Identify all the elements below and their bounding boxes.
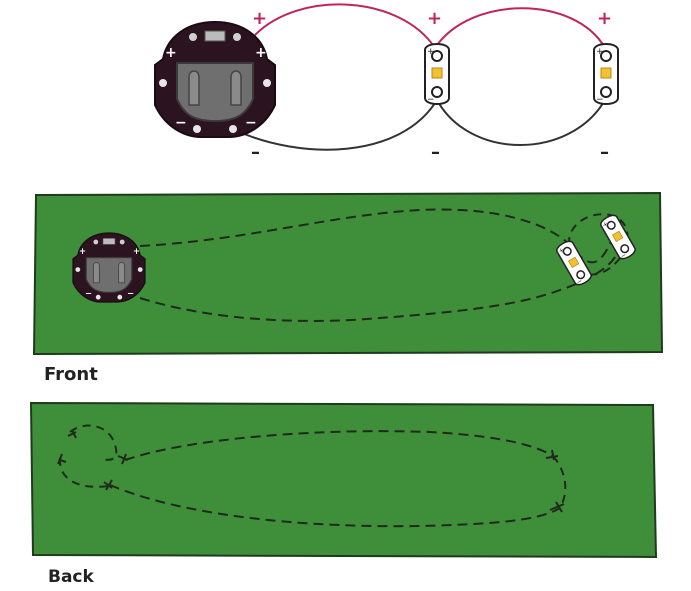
thread-knot-icon xyxy=(103,479,113,491)
back-fabric xyxy=(29,401,658,559)
negative-wire-1 xyxy=(234,99,438,151)
running-stitch-thread-icon xyxy=(109,484,561,528)
back-panel: Back xyxy=(29,401,658,587)
positive-wire-1 xyxy=(254,3,436,49)
thread-knot-icon xyxy=(545,449,559,461)
coin-cell-battery-holder-icon xyxy=(72,232,146,303)
running-stitch-thread-icon xyxy=(69,424,118,461)
running-stitch-thread-icon xyxy=(124,430,554,461)
running-stitch-thread-icon xyxy=(568,213,629,276)
thread-knot-icon xyxy=(549,501,565,513)
plus-sign: + xyxy=(252,8,267,29)
minus-sign: – xyxy=(600,142,609,163)
running-stitch-thread-icon xyxy=(552,455,567,509)
running-stitch-thread-icon xyxy=(139,208,616,264)
thread-knot-icon xyxy=(117,453,129,465)
front-label: Front xyxy=(44,364,98,385)
plus-sign: + xyxy=(597,8,612,29)
thread-knot-icon xyxy=(67,429,77,439)
front-panel: Front xyxy=(32,191,664,385)
schematic: + + + – – – xyxy=(154,3,619,163)
minus-sign: – xyxy=(251,142,260,163)
positive-wire-2 xyxy=(434,7,606,49)
minus-sign: – xyxy=(431,142,440,163)
sewable-led-icon xyxy=(593,43,619,106)
negative-wire-2 xyxy=(436,99,606,146)
coin-cell-battery-holder-icon xyxy=(154,21,276,138)
sewable-led-icon xyxy=(424,43,450,106)
plus-sign: + xyxy=(427,8,442,29)
thread-knot-icon xyxy=(57,453,67,465)
back-label: Back xyxy=(48,567,95,587)
running-stitch-thread-icon xyxy=(58,457,109,488)
front-fabric xyxy=(32,191,664,356)
